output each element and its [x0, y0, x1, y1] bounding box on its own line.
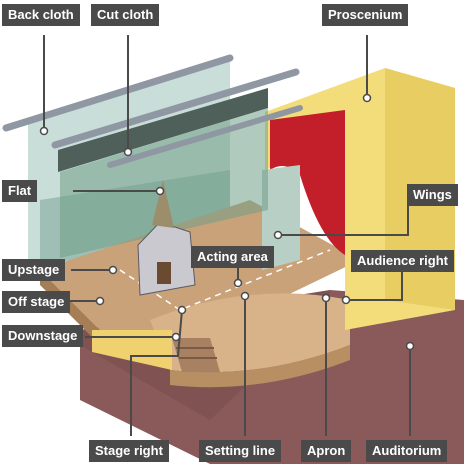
church-spire [152, 180, 174, 228]
wings-panel [262, 165, 300, 270]
label-flat: Flat [2, 180, 38, 202]
apron-front [170, 345, 350, 388]
label-audience-right: Audience right [351, 250, 455, 272]
label-stage-right: Stage right [89, 440, 169, 462]
label-downstage: Downstage [2, 325, 84, 347]
label-back-cloth: Back cloth [2, 4, 80, 26]
label-acting-area: Acting area [191, 246, 274, 268]
red-curtain [270, 110, 345, 255]
label-proscenium: Proscenium [322, 4, 409, 26]
label-auditorium: Auditorium [366, 440, 448, 462]
flat-rail [107, 105, 303, 168]
cut-cloth-panel [58, 88, 268, 172]
label-wings: Wings [407, 184, 458, 206]
label-setting-line: Setting line [199, 440, 282, 462]
cut-cloth-drape [60, 108, 268, 258]
label-upstage: Upstage [2, 259, 66, 281]
label-off-stage: Off stage [2, 291, 71, 313]
off-stage-block [92, 330, 172, 370]
cut-cloth-rail [51, 68, 300, 149]
stage-steps [172, 338, 220, 372]
leader-lines [43, 35, 411, 436]
label-apron: Apron [301, 440, 352, 462]
leader-dots [39, 93, 415, 351]
label-cut-cloth: Cut cloth [91, 4, 160, 26]
church-door [157, 262, 171, 284]
